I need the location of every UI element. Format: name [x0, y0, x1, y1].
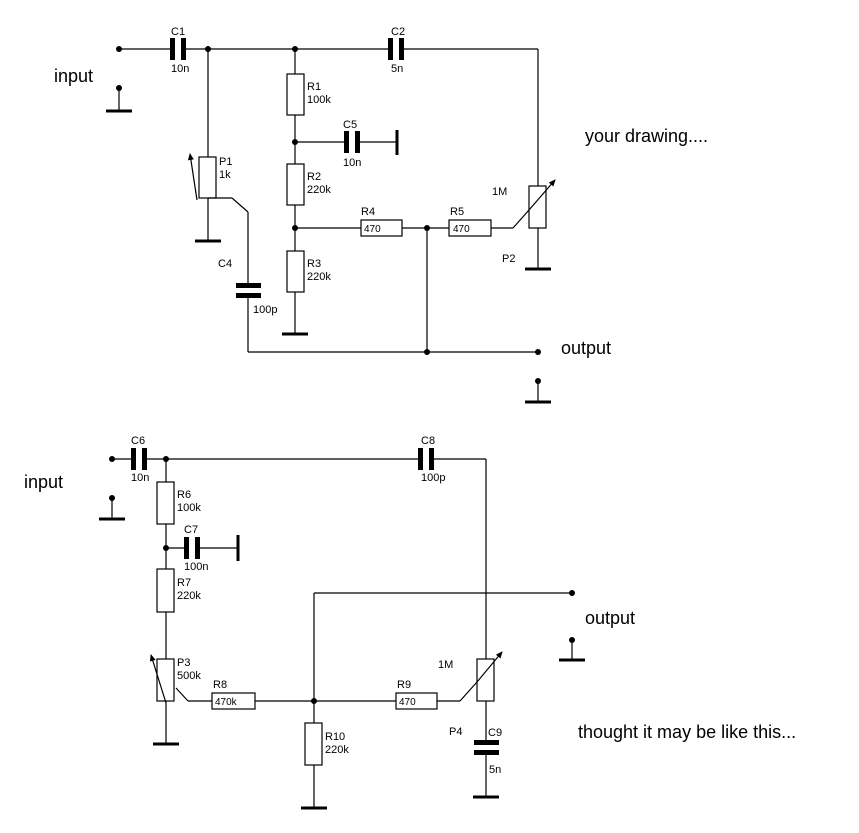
- bottom-r7-resistor: R7 220k: [156, 568, 201, 659]
- top-r2-resistor: R2 220k: [286, 163, 331, 251]
- bottom-c7-name: C7: [184, 524, 198, 536]
- bottom-r7-name: R7: [177, 577, 191, 589]
- top-r5-resistor: R5 470: [448, 206, 530, 237]
- bottom-r9-name: R9: [397, 679, 411, 691]
- top-p2-value: 1M: [492, 186, 507, 198]
- bottom-r7-value: 220k: [177, 590, 201, 602]
- top-note: your drawing....: [585, 126, 708, 146]
- top-r4-value: 470: [364, 224, 381, 235]
- bottom-c6-name: C6: [131, 435, 145, 447]
- bottom-r8-resistor: R8 470k: [211, 679, 396, 710]
- top-output-ground: [525, 378, 551, 404]
- top-r5-value: 470: [453, 224, 470, 235]
- bottom-c8-name: C8: [421, 435, 435, 447]
- top-c1-name: C1: [171, 26, 185, 38]
- bottom-c6-value: 10n: [131, 472, 149, 484]
- top-circuit: input C1 10n C2 5n: [54, 26, 708, 404]
- bottom-r6-value: 100k: [177, 502, 201, 514]
- bottom-r6-name: R6: [177, 489, 191, 501]
- top-r3-value: 220k: [307, 271, 331, 283]
- bottom-circuit: input C6 10n C8 100p: [24, 435, 796, 810]
- bottom-output-ground: [559, 637, 585, 662]
- top-r1-resistor: R1 100k: [286, 49, 331, 164]
- bottom-c9-name: C9: [488, 727, 502, 739]
- top-c5-value: 10n: [343, 157, 361, 169]
- bottom-r8-name: R8: [213, 679, 227, 691]
- bottom-output-label: output: [585, 608, 635, 628]
- top-c5-name: C5: [343, 119, 357, 131]
- top-input-label: input: [54, 66, 93, 86]
- top-r5-name: R5: [450, 206, 464, 218]
- top-c2-name: C2: [391, 26, 405, 38]
- top-c1-capacitor: C1 10n: [170, 26, 208, 75]
- bottom-input-terminal: [109, 456, 131, 462]
- top-output-terminal: [535, 349, 541, 355]
- bottom-r10-name: R10: [325, 731, 345, 743]
- bottom-r6-resistor: R6 100k: [156, 459, 201, 569]
- top-c5-capacitor: C5 10n: [295, 119, 399, 169]
- bottom-input-ground: [99, 495, 125, 521]
- bottom-r8-value: 470k: [215, 697, 238, 708]
- bottom-p4-value: 1M: [438, 659, 453, 671]
- top-r1-value: 100k: [307, 94, 331, 106]
- bottom-p4-name: P4: [449, 726, 462, 738]
- top-c1-value: 10n: [171, 63, 189, 75]
- top-p1-value: 1k: [219, 169, 231, 181]
- top-r2-value: 220k: [307, 184, 331, 196]
- bottom-input-label: input: [24, 472, 63, 492]
- bottom-c9-capacitor: C9 5n: [473, 727, 502, 799]
- top-c2-value: 5n: [391, 63, 403, 75]
- top-input-ground: [106, 85, 132, 113]
- top-r3-resistor: R3 220k: [282, 250, 331, 336]
- bottom-p3-value: 500k: [177, 670, 201, 682]
- top-output-label: output: [561, 338, 611, 358]
- top-p1-potentiometer: P1 1k: [187, 49, 249, 283]
- bottom-r9-resistor: R9 470: [395, 679, 478, 710]
- bottom-note: thought it may be like this...: [578, 722, 796, 742]
- bottom-c9-value: 5n: [489, 764, 501, 776]
- top-input-terminal: [116, 46, 170, 52]
- top-p2-name: P2: [502, 253, 515, 265]
- top-c4-name: C4: [218, 258, 232, 270]
- bottom-p3-potentiometer: P3 500k: [149, 654, 212, 746]
- bottom-p3-name: P3: [177, 657, 190, 669]
- bottom-r10-value: 220k: [325, 744, 349, 756]
- bottom-c7-value: 100n: [184, 561, 208, 573]
- top-c2-capacitor: C2 5n: [388, 26, 538, 75]
- bottom-output-terminal: [569, 590, 575, 596]
- top-p2-potentiometer: 1M P2: [492, 179, 556, 271]
- top-p1-name: P1: [219, 156, 232, 168]
- top-r4-resistor: R4 470: [295, 206, 449, 237]
- bottom-c7-capacitor: C7 100n: [166, 524, 240, 573]
- bottom-c6-capacitor: C6 10n: [131, 435, 166, 484]
- bottom-c8-capacitor: C8 100p: [418, 435, 487, 659]
- bottom-p4-potentiometer: 1M P4: [438, 651, 503, 740]
- bottom-r10-resistor: R10 220k: [301, 701, 349, 810]
- top-c4-value: 100p: [253, 304, 277, 316]
- bottom-r9-value: 470: [399, 697, 416, 708]
- top-r1-name: R1: [307, 81, 321, 93]
- top-r4-name: R4: [361, 206, 375, 218]
- top-r3-name: R3: [307, 258, 321, 270]
- top-r2-name: R2: [307, 171, 321, 183]
- top-c4-capacitor: C4 100p: [218, 258, 277, 352]
- bottom-c8-value: 100p: [421, 472, 445, 484]
